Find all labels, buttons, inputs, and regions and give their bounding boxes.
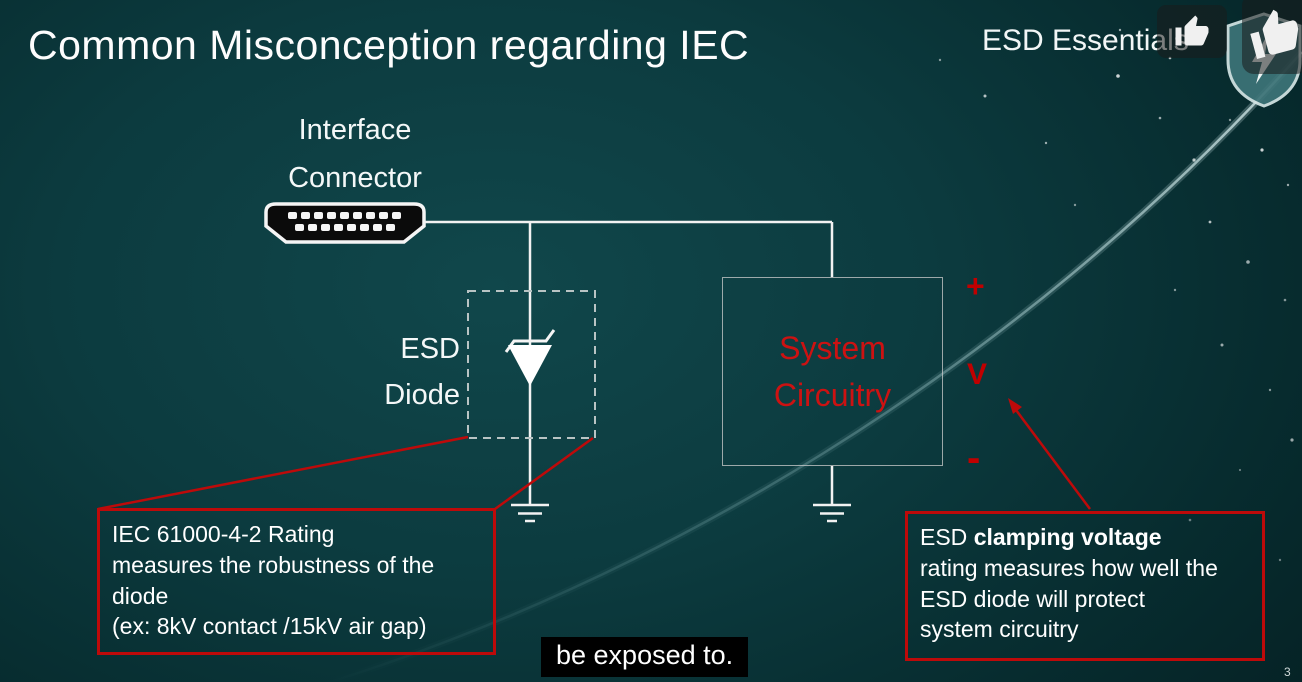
system-circuitry-line2: Circuitry: [773, 376, 892, 413]
thumbs-up-icon: [1250, 9, 1299, 60]
clamping-voltage-callout: ESD clamping voltage rating measures how…: [905, 511, 1265, 661]
terminal-minus-label: -: [967, 436, 981, 480]
slide-title: Common Misconception regarding IEC: [28, 22, 750, 68]
esd-diode-label-line2: Diode: [384, 379, 460, 411]
hdmi-connector-icon: [264, 202, 426, 244]
video-caption: be exposed to.: [541, 637, 749, 677]
esd-diode-label: ESD Diode: [322, 326, 460, 418]
iec-line1: IEC 61000-4-2 Rating: [112, 521, 335, 547]
system-circuitry-line1: System: [779, 330, 886, 367]
ground-symbol-diode: [511, 503, 549, 523]
clamping-line3: ESD diode will protect: [920, 585, 1145, 612]
page-number: 3: [1284, 665, 1291, 679]
star-dots-decoration: [938, 28, 1294, 562]
iec-line2: measures the robustness of the: [112, 551, 435, 578]
thumbs-up-overlay: [1157, 5, 1227, 58]
esd-diode-symbol: [504, 329, 556, 386]
iec-rating-callout: IEC 61000-4-2 Rating measures the robust…: [97, 508, 496, 655]
clamping-line1: ESD clamping voltage: [920, 522, 1250, 553]
clamping-line2: rating measures how well the: [920, 554, 1218, 581]
esd-diode-label-line1: ESD: [400, 333, 460, 365]
clamping-line1-normal: ESD: [920, 524, 974, 550]
clamping-line1-bold: clamping voltage: [973, 524, 1162, 550]
system-circuitry-box: System Circuitry: [722, 277, 943, 466]
diode-dashed-highlight-box: [467, 290, 596, 439]
thumbs-up-icon: [1175, 15, 1209, 45]
brand-title: ESD Essentials: [982, 24, 1189, 57]
terminal-v-label: V: [967, 358, 988, 391]
ground-symbol-system: [813, 503, 851, 523]
terminal-plus-label: +: [966, 268, 985, 304]
thumbs-up-corner-overlay: [1242, 0, 1302, 74]
iec-line4: (ex: 8kV contact /15kV air gap): [112, 613, 427, 640]
iec-line3: diode: [112, 582, 169, 609]
clamping-arrow: [1008, 398, 1092, 510]
interface-connector-label-line2: Connector: [288, 162, 422, 194]
clamping-line4: system circuitry: [920, 616, 1079, 643]
interface-connector-label: Interface Connector: [228, 106, 482, 202]
interface-connector-label-line1: Interface: [298, 114, 412, 146]
callout-leader-lines: [97, 435, 594, 511]
